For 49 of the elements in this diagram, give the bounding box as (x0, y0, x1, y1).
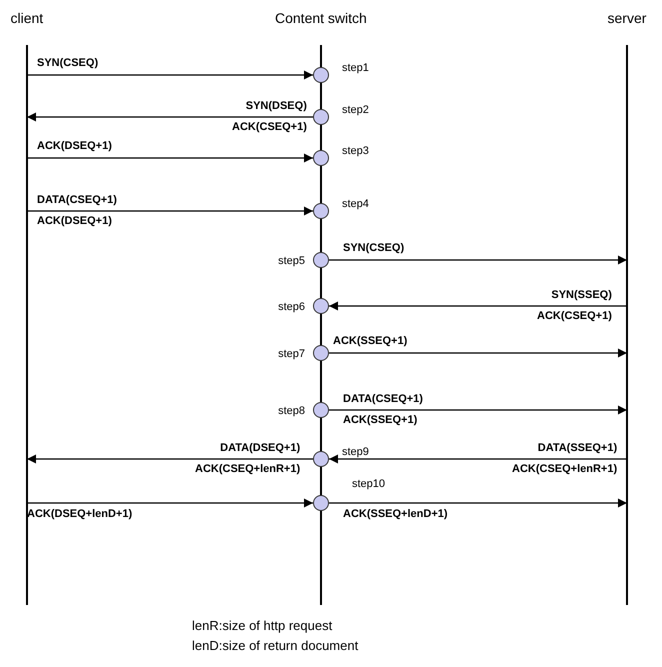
arrow (27, 154, 313, 162)
participant-label: Content switch (275, 10, 367, 26)
step-label: step5 (278, 255, 305, 267)
edge-label: SYN(SSEQ) ACK(CSEQ+1) (537, 288, 612, 324)
circle-marker (313, 109, 329, 125)
step-label: step7 (278, 348, 305, 360)
circle-marker (313, 298, 329, 314)
step-label: step3 (342, 145, 369, 157)
note-text: lenR:size of http request (192, 618, 332, 633)
edge-label: DATA(CSEQ+1) ACK(DSEQ+1) (37, 193, 117, 229)
participant-label: server (608, 10, 646, 26)
arrow (329, 454, 627, 464)
arrow (27, 498, 313, 508)
participant-label: client (10, 10, 44, 26)
step-label: step9 (342, 446, 369, 458)
step-label: step4 (342, 198, 369, 210)
arrow (27, 112, 313, 122)
circle-marker (313, 495, 329, 511)
arrow (329, 302, 627, 310)
arrow (27, 70, 313, 80)
edge-label: ACK(DSEQ+1) (37, 139, 112, 154)
note-text: lenD:size of return document (192, 638, 358, 653)
edge-label: ACK(DSEQ+lenD+1) (27, 507, 132, 522)
edge-label: DATA(SSEQ+1) ACK(CSEQ+lenR+1) (512, 441, 618, 477)
edge-label: SYN(CSEQ) (37, 56, 98, 71)
arrow (329, 498, 627, 508)
circle-marker (313, 345, 329, 361)
circle-marker (313, 402, 329, 418)
arrow (27, 454, 313, 464)
step-label: step1 (342, 62, 369, 74)
edge-label: SYN(DSEQ) ACK(CSEQ+1) (232, 99, 307, 135)
circle-marker (313, 150, 329, 166)
circle-marker (313, 451, 329, 467)
step-label: step6 (278, 301, 305, 313)
circle-marker (313, 67, 329, 83)
step-label: step2 (342, 104, 369, 116)
circle-marker (313, 252, 329, 268)
step-label: step10 (352, 478, 386, 490)
arrow (329, 348, 627, 358)
circle-marker (313, 203, 329, 219)
edge-label: DATA(CSEQ+1) ACK(SSEQ+1) (343, 392, 423, 428)
step-label: step8 (278, 405, 305, 417)
arrow (329, 406, 627, 414)
edge-label: ACK(SSEQ+lenD+1) (343, 507, 448, 522)
arrow (329, 256, 627, 264)
edge-label: SYN(CSEQ) (343, 241, 404, 256)
edge-label: DATA(DSEQ+1) ACK(CSEQ+lenR+1) (195, 441, 300, 477)
edge-label: ACK(SSEQ+1) (333, 334, 408, 349)
arrow (27, 206, 313, 216)
